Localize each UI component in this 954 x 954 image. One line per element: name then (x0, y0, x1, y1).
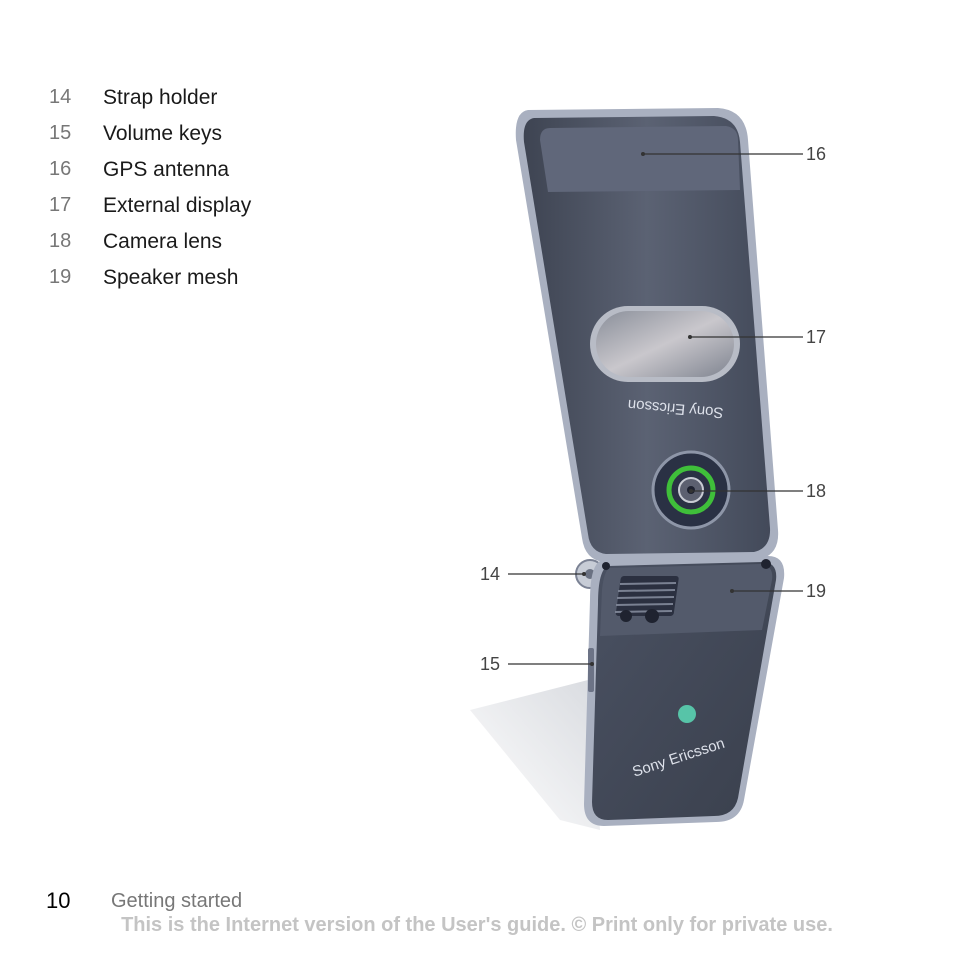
legend-label: Camera lens (103, 230, 223, 253)
callout-19: 19 (806, 581, 826, 601)
callout-dots (582, 152, 734, 666)
legend-item-strap-holder: 14 Strap holder (49, 84, 349, 120)
copyright-notice: This is the Internet version of the User… (121, 914, 833, 936)
sensor-dot (620, 610, 632, 622)
legend-number: 19 (49, 266, 72, 288)
brand-logo-icon (678, 705, 696, 723)
legend-number: 14 (49, 86, 72, 108)
parts-legend: 14 Strap holder 15 Volume keys 16 GPS an… (49, 84, 349, 300)
sensor-dot (761, 559, 771, 569)
page-number: 10 (46, 888, 71, 913)
legend-number: 18 (49, 230, 72, 252)
legend-label: External display (103, 194, 252, 217)
legend-item-external-display: 17 External display (49, 192, 349, 228)
legend-item-camera-lens: 18 Camera lens (49, 228, 349, 264)
external-display (596, 311, 734, 377)
legend-label: Volume keys (103, 122, 223, 145)
legend-item-speaker-mesh: 19 Speaker mesh (49, 264, 349, 300)
floor-shadow (470, 680, 600, 830)
speaker-mesh (614, 576, 679, 616)
sensor-dot (602, 562, 610, 570)
legend-number: 16 (49, 158, 72, 180)
gps-antenna-panel (540, 126, 740, 192)
legend-number: 15 (49, 122, 72, 144)
callout-15: 15 (480, 654, 500, 674)
callout-17: 17 (806, 327, 826, 347)
legend-number: 17 (49, 194, 72, 216)
camera-lens-ring (666, 465, 716, 515)
callout-14: 14 (480, 564, 500, 584)
legend-item-volume-keys: 15 Volume keys (49, 120, 349, 156)
legend-label: Speaker mesh (103, 266, 239, 289)
callout-16: 16 (806, 144, 826, 164)
callout-18: 18 (806, 481, 826, 501)
volume-keys (588, 648, 594, 692)
sensor-dot (645, 609, 659, 623)
legend-label: GPS antenna (103, 158, 230, 181)
callout-lines (508, 153, 803, 665)
legend-item-gps-antenna: 16 GPS antenna (49, 156, 349, 192)
section-title: Getting started (111, 890, 243, 912)
legend-label: Strap holder (103, 86, 218, 109)
